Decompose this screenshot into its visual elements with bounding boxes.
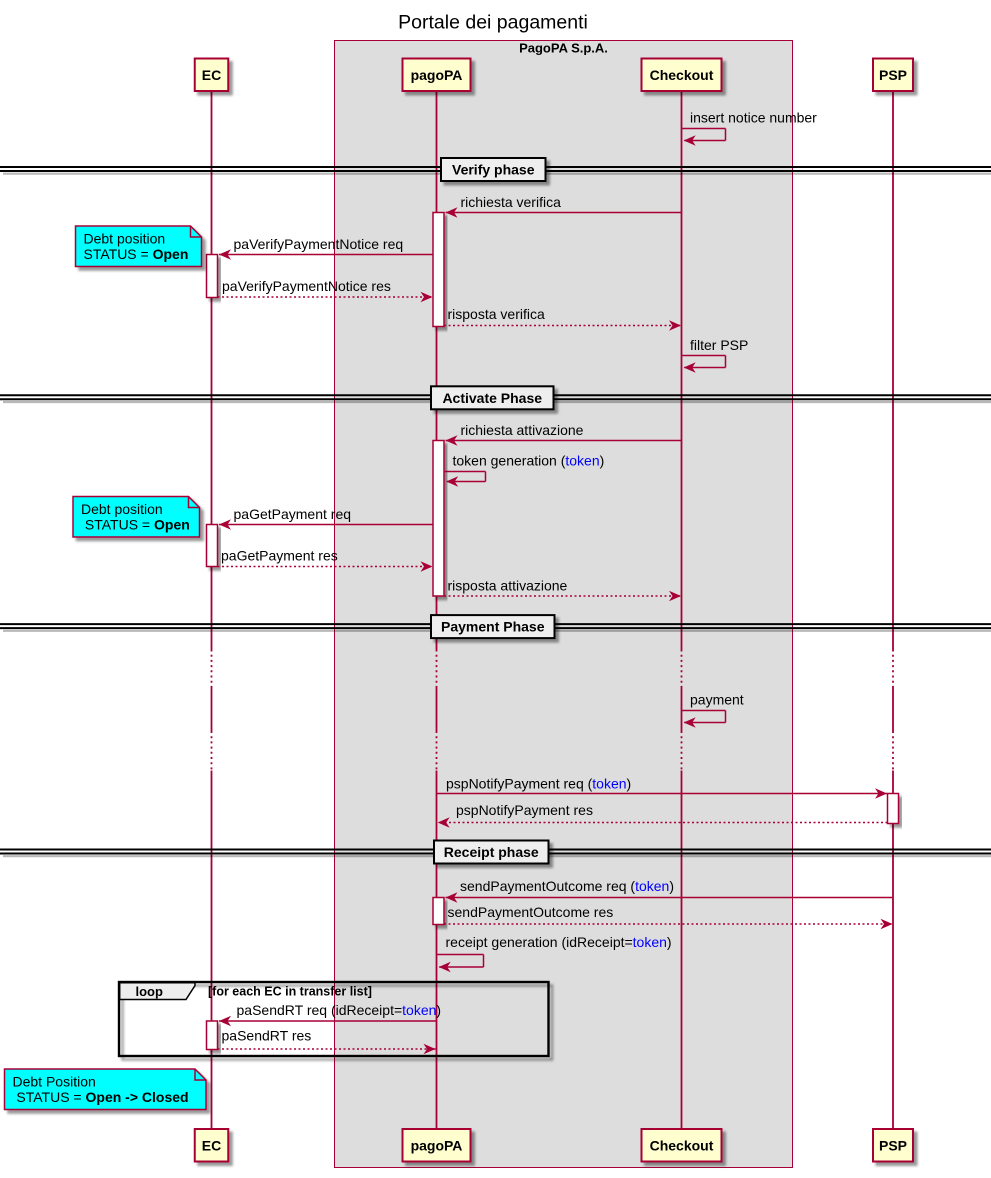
svg-text:paGetPayment res: paGetPayment res [221,548,338,564]
svg-text:EC: EC [202,1138,221,1154]
svg-text:Debt position: Debt position [84,231,166,247]
svg-text:Verify phase: Verify phase [452,162,535,178]
svg-text:risposta attivazione: risposta attivazione [448,578,568,594]
svg-text:insert notice number: insert notice number [690,110,817,126]
svg-text:[for each EC in transfer list]: [for each EC in transfer list] [208,985,372,999]
svg-text:risposta verifica: risposta verifica [448,306,545,322]
svg-text:pagoPA: pagoPA [411,67,463,83]
svg-text:sendPaymentOutcome req (token): sendPaymentOutcome req (token) [460,878,674,894]
svg-text:richiesta verifica: richiesta verifica [461,194,562,210]
svg-text:Checkout: Checkout [650,67,714,83]
svg-text:STATUS = Open -> Closed: STATUS = Open -> Closed [13,1089,189,1105]
svg-text:payment: payment [690,692,744,708]
svg-text:loop: loop [136,984,163,999]
svg-text:Payment Phase: Payment Phase [441,619,545,635]
svg-text:Portale dei pagamenti: Portale dei pagamenti [398,12,588,34]
svg-text:paVerifyPaymentNotice req: paVerifyPaymentNotice req [234,236,404,252]
svg-text:richiesta attivazione: richiesta attivazione [461,422,584,438]
svg-text:pagoPA: pagoPA [411,1138,463,1154]
svg-text:paVerifyPaymentNotice res: paVerifyPaymentNotice res [222,278,391,294]
svg-text:Activate Phase: Activate Phase [442,390,542,406]
svg-text:Receipt phase: Receipt phase [444,844,539,860]
svg-text:pspNotifyPayment res: pspNotifyPayment res [456,802,593,818]
svg-text:EC: EC [202,67,221,83]
svg-text:paGetPayment req: paGetPayment req [234,506,352,522]
svg-text:token generation (token): token generation (token) [453,453,605,469]
svg-text:sendPaymentOutcome res: sendPaymentOutcome res [448,904,614,920]
svg-text:pspNotifyPayment req (token): pspNotifyPayment req (token) [446,776,631,792]
svg-text:Debt position: Debt position [81,501,163,517]
svg-text:Debt Position: Debt Position [13,1074,96,1090]
svg-text:PSP: PSP [879,67,907,83]
svg-text:paSendRT res: paSendRT res [222,1028,312,1044]
svg-text:STATUS = Open: STATUS = Open [81,517,190,533]
svg-text:Checkout: Checkout [650,1138,714,1154]
svg-text:receipt generation (idReceipt=: receipt generation (idReceipt=token) [446,934,672,950]
svg-text:PSP: PSP [879,1138,907,1154]
svg-text:PagoPA S.p.A.: PagoPA S.p.A. [519,41,608,56]
svg-text:paSendRT req (idReceipt=token): paSendRT req (idReceipt=token) [237,1002,442,1018]
svg-text:filter PSP: filter PSP [690,337,748,353]
svg-text:STATUS = Open: STATUS = Open [84,246,189,262]
